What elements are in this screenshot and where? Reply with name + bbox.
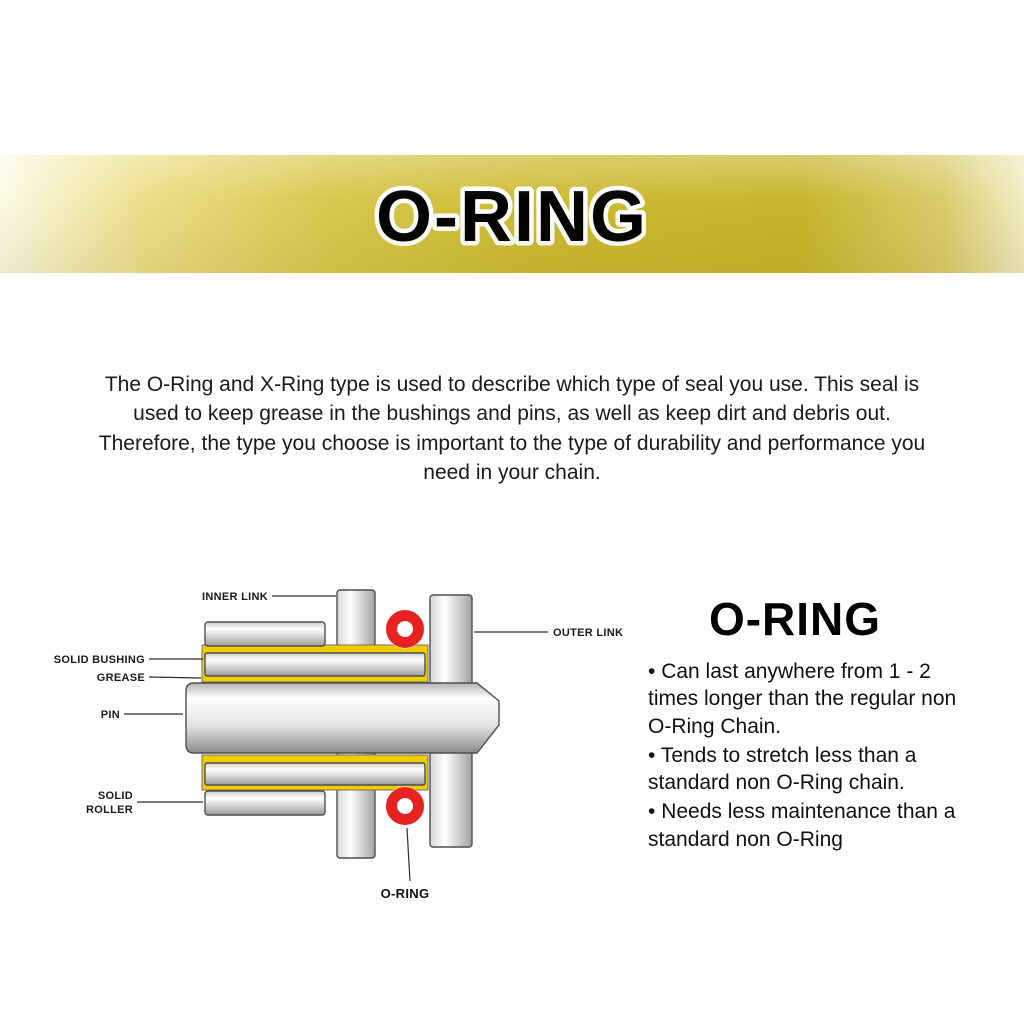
roller-top: [204, 621, 326, 647]
bullet-text: Tends to stretch less than a standard no…: [648, 743, 917, 795]
o-ring-label: O-RING: [381, 886, 430, 901]
banner-title: O-RING: [376, 177, 648, 257]
bullet-text: Needs less maintenance than a standard n…: [648, 800, 956, 851]
bullet-marker: •: [648, 743, 656, 767]
chain-diagram: INNER LINK OUTER LINK SOLID BUSHING GREA…: [54, 589, 623, 901]
grease-label: GREASE: [97, 672, 145, 684]
solid-bushing-label: SOLID BUSHING: [54, 654, 145, 666]
roller-bottom: [204, 790, 326, 816]
bushing-top: [204, 652, 426, 677]
info-bullet-list: • Can last anywhere from 1 - 2 times lon…: [630, 658, 960, 853]
intro-paragraph: The O-Ring and X-Ring type is used to de…: [98, 373, 926, 485]
bullet-marker: •: [648, 660, 656, 683]
banner: O-RING: [0, 155, 1024, 273]
pin-shape: [185, 682, 500, 754]
grease-leader-line: [148, 676, 202, 679]
bushing-bottom: [204, 762, 426, 786]
inner-link-label: INNER LINK: [202, 591, 268, 603]
list-item: • Can last anywhere from 1 - 2 times lon…: [648, 658, 960, 740]
info-panel: O-RING • Can last anywhere from 1 - 2 ti…: [630, 592, 960, 855]
solid-roller-label-line2: ROLLER: [86, 804, 133, 816]
list-item: • Tends to stretch less than a standard …: [648, 742, 960, 797]
o-ring-leader-line: [406, 827, 411, 882]
list-item: • Needs less maintenance than a standard…: [648, 798, 960, 853]
o-ring-top: [386, 610, 424, 648]
bullet-text: Can last anywhere from 1 - 2 times longe…: [648, 660, 957, 738]
outer-link-label: OUTER LINK: [553, 627, 623, 639]
pin-label: PIN: [101, 709, 120, 721]
o-ring-bottom: [386, 787, 424, 825]
banner-title-svg: O-RING: [372, 173, 651, 262]
solid-roller-label-line1: SOLID: [98, 790, 133, 802]
info-heading: O-RING: [708, 593, 882, 645]
bullet-marker: •: [648, 800, 656, 824]
